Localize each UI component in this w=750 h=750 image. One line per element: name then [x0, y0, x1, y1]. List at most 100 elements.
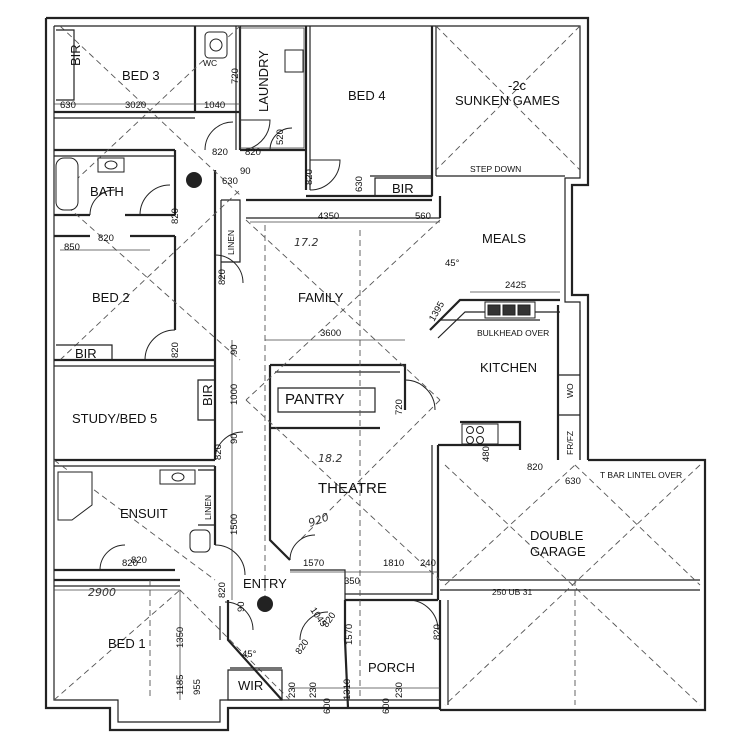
label-bir-bed2: BIR — [75, 346, 97, 361]
handwritten-note: 2900 — [88, 586, 116, 599]
dim-label: 820 — [432, 624, 443, 640]
dim-label: 90 — [229, 344, 240, 355]
label-bir-study: BIR — [200, 384, 215, 406]
dim-label: 350 — [344, 576, 360, 587]
label-family: FAMILY — [298, 290, 344, 305]
dim-label: 820 — [212, 147, 228, 158]
dim-label: 955 — [192, 679, 203, 695]
label-study: STUDY/BED 5 — [72, 411, 157, 426]
dim-label: 2425 — [505, 280, 526, 291]
fixtures — [55, 27, 536, 701]
label-wir: WIR — [238, 678, 263, 693]
bathtub-icon — [55, 157, 79, 211]
label-t-bar: T BAR LINTEL OVER — [600, 470, 682, 480]
dim-label: 630 — [60, 100, 76, 111]
dim-label: 820 — [213, 444, 224, 460]
label-sunken-games: SUNKEN GAMES — [455, 93, 560, 108]
handwritten-note: 18.2 — [318, 452, 343, 465]
doors — [89, 119, 439, 641]
dim-label: 1310 — [342, 679, 353, 700]
dim-label: 1810 — [383, 558, 404, 569]
dim-label: 3020 — [125, 100, 146, 111]
dim-label: 520 — [275, 129, 286, 145]
dim-label: 1500 — [229, 514, 240, 535]
dim-label: 630 — [565, 476, 581, 487]
label-theatre: THEATRE — [318, 480, 387, 497]
dim-label: 230 — [287, 682, 298, 698]
label-pantry: PANTRY — [285, 391, 344, 408]
dim-label: 240 — [420, 558, 436, 569]
label-bed2: BED 2 — [92, 290, 130, 305]
label-kitchen: KITCHEN — [480, 360, 537, 375]
dim-label: 230 — [394, 682, 405, 698]
dim-label: 600 — [381, 698, 392, 714]
roof-lines — [53, 25, 701, 706]
dim-label: 820 — [217, 269, 228, 285]
dim-label: 90 — [236, 601, 247, 612]
dim-label: 90 — [229, 433, 240, 444]
label-bir-bed4: BIR — [392, 181, 414, 196]
label-entry: ENTRY — [243, 576, 287, 591]
dim-label: 560 — [415, 211, 431, 222]
label-double: DOUBLE — [530, 528, 584, 543]
dim-label: 230 — [308, 682, 319, 698]
dim-label: 3600 — [320, 328, 341, 339]
label-porch: PORCH — [368, 660, 415, 675]
label-step-down: STEP DOWN — [470, 164, 521, 174]
laundry-tub-icon — [284, 49, 304, 73]
label-wo: WO — [565, 383, 575, 398]
dim-label: 820 — [131, 555, 147, 566]
dim-label: 1185 — [175, 675, 186, 695]
dim-label: 820 — [245, 147, 261, 158]
dim-label: 45° — [445, 258, 460, 269]
label-linen2: LINEN — [203, 495, 213, 520]
dim-label: 4350 — [318, 211, 339, 222]
dim-label: 1000 — [229, 384, 240, 405]
hws-icon — [186, 172, 202, 188]
label-meals: MEALS — [482, 231, 526, 246]
dim-label: 820 — [170, 342, 181, 358]
handwritten-notes: 2900 17.2 18.2 — [88, 236, 343, 599]
label-linen1: LINEN — [226, 230, 236, 255]
dim-label: 600 — [322, 698, 333, 714]
interior-walls — [54, 26, 707, 712]
label-bir-bed3: BIR — [68, 44, 83, 66]
dimension-lines — [54, 103, 560, 700]
dim-label: 630 — [222, 176, 238, 187]
dim-label: 1570 — [303, 558, 324, 569]
handwritten-note: 17.2 — [294, 236, 319, 249]
label-frfz: FR/FZ — [565, 431, 575, 455]
entry-meter-icon — [257, 596, 273, 612]
dim-label: 90 — [240, 166, 251, 177]
label-ensuit: ENSUIT — [120, 506, 168, 521]
dim-label: 480 — [481, 446, 492, 462]
label-ub: 250 UB 31 — [492, 587, 532, 597]
label-laundry: LAUNDRY — [256, 50, 271, 112]
label-garage: GARAGE — [530, 544, 586, 559]
dim-label: 820 — [304, 169, 315, 185]
dim-label: 820 — [293, 637, 311, 656]
dim-label: 45° — [242, 649, 257, 660]
dim-label: 850 — [64, 242, 80, 253]
label-bath: BATH — [90, 184, 124, 199]
label-bed4: BED 4 — [348, 88, 386, 103]
ensuite-toilet-icon — [189, 529, 211, 553]
room-labels: BED 3 BIR WC LAUNDRY BED 4 -2c SUNKEN GA… — [68, 44, 682, 693]
dim-label: 820 — [98, 233, 114, 244]
label-games-level: -2c — [508, 78, 527, 93]
dim-label: 630 — [354, 176, 365, 192]
dim-label: 720 — [394, 399, 405, 415]
label-bed1: BED 1 — [108, 636, 146, 651]
dim-label: 1350 — [175, 627, 186, 648]
dim-label: 1040 — [204, 100, 225, 111]
dim-label: 920 — [307, 510, 331, 529]
basin-bowl-icon — [104, 160, 118, 170]
dim-label: 820 — [170, 208, 181, 224]
label-bulkhead: BULKHEAD OVER — [477, 328, 549, 338]
dim-label: 720 — [230, 68, 241, 84]
shower-icon — [57, 471, 93, 521]
dim-label: 820 — [217, 582, 228, 598]
label-wc: WC — [203, 58, 217, 68]
